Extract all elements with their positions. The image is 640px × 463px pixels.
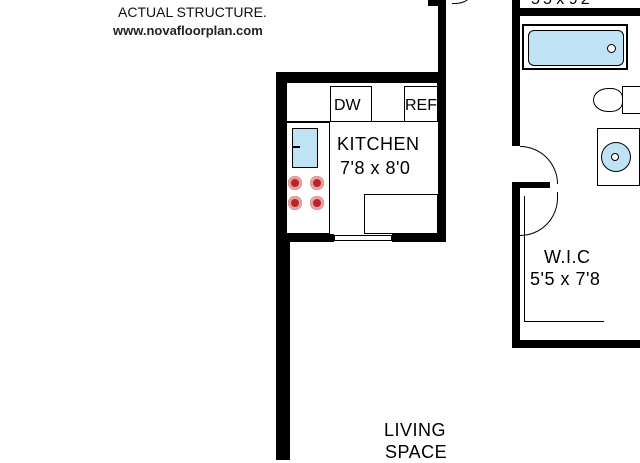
toilet-tank [622, 86, 640, 114]
refrigerator-label: REF [405, 97, 437, 114]
kitchen-right-wall [438, 72, 446, 242]
structure-note: ACTUAL STRUCTURE. [118, 4, 267, 20]
kitchen-opening [334, 235, 392, 241]
bathtub [522, 24, 628, 70]
vanity-drain [611, 153, 619, 161]
bath-door-swing [520, 146, 558, 184]
wic-name: W.I.C [544, 247, 591, 267]
stove-burner [288, 176, 302, 190]
bath-top-stub [512, 0, 520, 16]
living-inner-wall [286, 242, 290, 460]
refrigerator-box [404, 86, 438, 122]
wic-left-wall [512, 188, 520, 346]
dishwasher-box [330, 86, 372, 122]
door-swing-top [452, 0, 476, 4]
bath-left-wall [512, 16, 520, 146]
kitchen-sink [292, 128, 318, 168]
bathtub-drain [607, 44, 616, 53]
kitchen-dimensions: 7'8 x 8'0 [340, 158, 411, 178]
top-left-wall-segment [428, 0, 440, 6]
kitchen-name: KITCHEN [337, 134, 420, 154]
bath-door-jamb [512, 182, 550, 188]
top-divider-wall [438, 0, 446, 80]
kitchen-bottom-wall-left [276, 234, 334, 242]
toilet-bowl [593, 88, 623, 112]
kitchen-bottom-wall-right [392, 234, 446, 242]
bath-top-dimensions: 5'5 x 9'2 [531, 0, 590, 10]
bath-top-wall [512, 8, 640, 16]
kitchen-left-wall [276, 72, 286, 460]
living-name-line1: LIVING [384, 420, 447, 440]
stove-burner [288, 196, 302, 210]
kitchen-top-wall [276, 72, 446, 82]
kitchen-side-counter [286, 122, 330, 234]
wic-dimensions: 5'5 x 7'8 [530, 269, 601, 289]
stove-burner [310, 176, 324, 190]
kitchen-lower-counter [364, 194, 438, 234]
dishwasher-label: DW [334, 97, 361, 114]
kitchen-faucet [292, 146, 300, 148]
wic-bottom-wall [512, 340, 640, 348]
stove-burner [310, 196, 324, 210]
bathtub-basin [528, 30, 624, 66]
wic-shelf [524, 196, 604, 322]
living-name-line2: SPACE [385, 442, 448, 462]
website-url: www.novafloorplan.com [113, 23, 263, 38]
